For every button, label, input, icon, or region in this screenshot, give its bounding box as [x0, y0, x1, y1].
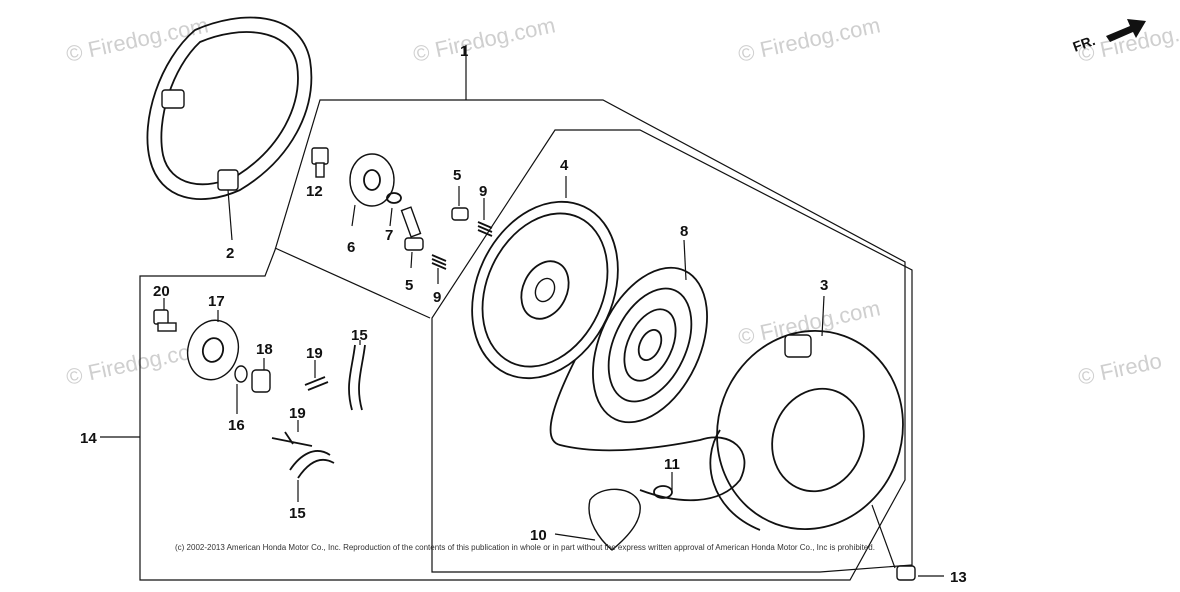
watermark: © Firedo: [1076, 348, 1164, 390]
callout-5: 5: [453, 167, 461, 184]
callout-8: 8: [680, 223, 688, 240]
callout-19: 19: [289, 405, 306, 422]
rope-joint-part-11: [653, 472, 673, 499]
callout-9: 9: [479, 183, 487, 200]
callout-3: 3: [820, 277, 828, 294]
callout-15: 15: [351, 327, 368, 344]
callout-18: 18: [256, 341, 273, 358]
clip-part-19: [271, 360, 329, 447]
washer-part-7: [386, 192, 402, 227]
flange-bolt-part-13: [871, 504, 944, 581]
callout-20: 20: [153, 283, 170, 300]
bolt-part-20: [153, 298, 177, 332]
callout-4: 4: [560, 157, 569, 174]
callout-10: 10: [530, 527, 547, 544]
callout-labels: 1 2 3 4 5 5 6 7 8 9 9 10 11 12 13 14 15 …: [80, 43, 967, 586]
starter-handle-part-10: [554, 488, 641, 551]
gasket-ring-part: [146, 16, 313, 241]
watermark: © Firedog.com: [411, 12, 558, 67]
starter-reel-part-4: [471, 176, 619, 380]
recoil-spring-part-8: [592, 239, 708, 424]
ratchet-pawls: [400, 186, 493, 284]
starter-pulley-part-17: [186, 310, 240, 381]
spring-part-18: [251, 358, 271, 393]
starter-case-part-3: [709, 295, 904, 531]
callout-9: 9: [433, 289, 441, 306]
callout-16: 16: [228, 417, 245, 434]
gasket-tab: [161, 89, 185, 109]
tube-part-15: [289, 340, 366, 502]
front-direction-indicator: FR.: [1071, 19, 1146, 55]
callout-11: 11: [664, 456, 680, 473]
callout-6: 6: [347, 239, 355, 256]
callout-19: 19: [306, 345, 323, 362]
watermark: © Firedog.com: [64, 12, 211, 67]
callout-5: 5: [405, 277, 413, 294]
starter-rope: [549, 359, 746, 502]
callout-17: 17: [208, 293, 225, 310]
arrow-icon: [1106, 19, 1146, 42]
ratchet-plate-part-6: [349, 153, 395, 227]
copyright-notice: (c) 2002-2013 American Honda Motor Co., …: [175, 543, 875, 552]
washer-part-16: [234, 365, 248, 414]
gasket-tab: [217, 169, 239, 191]
front-label: FR.: [1071, 32, 1098, 55]
callout-7: 7: [385, 227, 393, 244]
callout-14: 14: [80, 430, 97, 447]
watermark: © Firedog.com: [736, 12, 883, 67]
assembly-outlines: [100, 45, 913, 581]
callout-2: 2: [226, 245, 234, 262]
callout-15: 15: [289, 505, 306, 522]
callout-12: 12: [306, 183, 323, 200]
bolt-part-12: [311, 147, 329, 178]
callout-1: 1: [460, 43, 468, 60]
callout-13: 13: [950, 569, 967, 586]
